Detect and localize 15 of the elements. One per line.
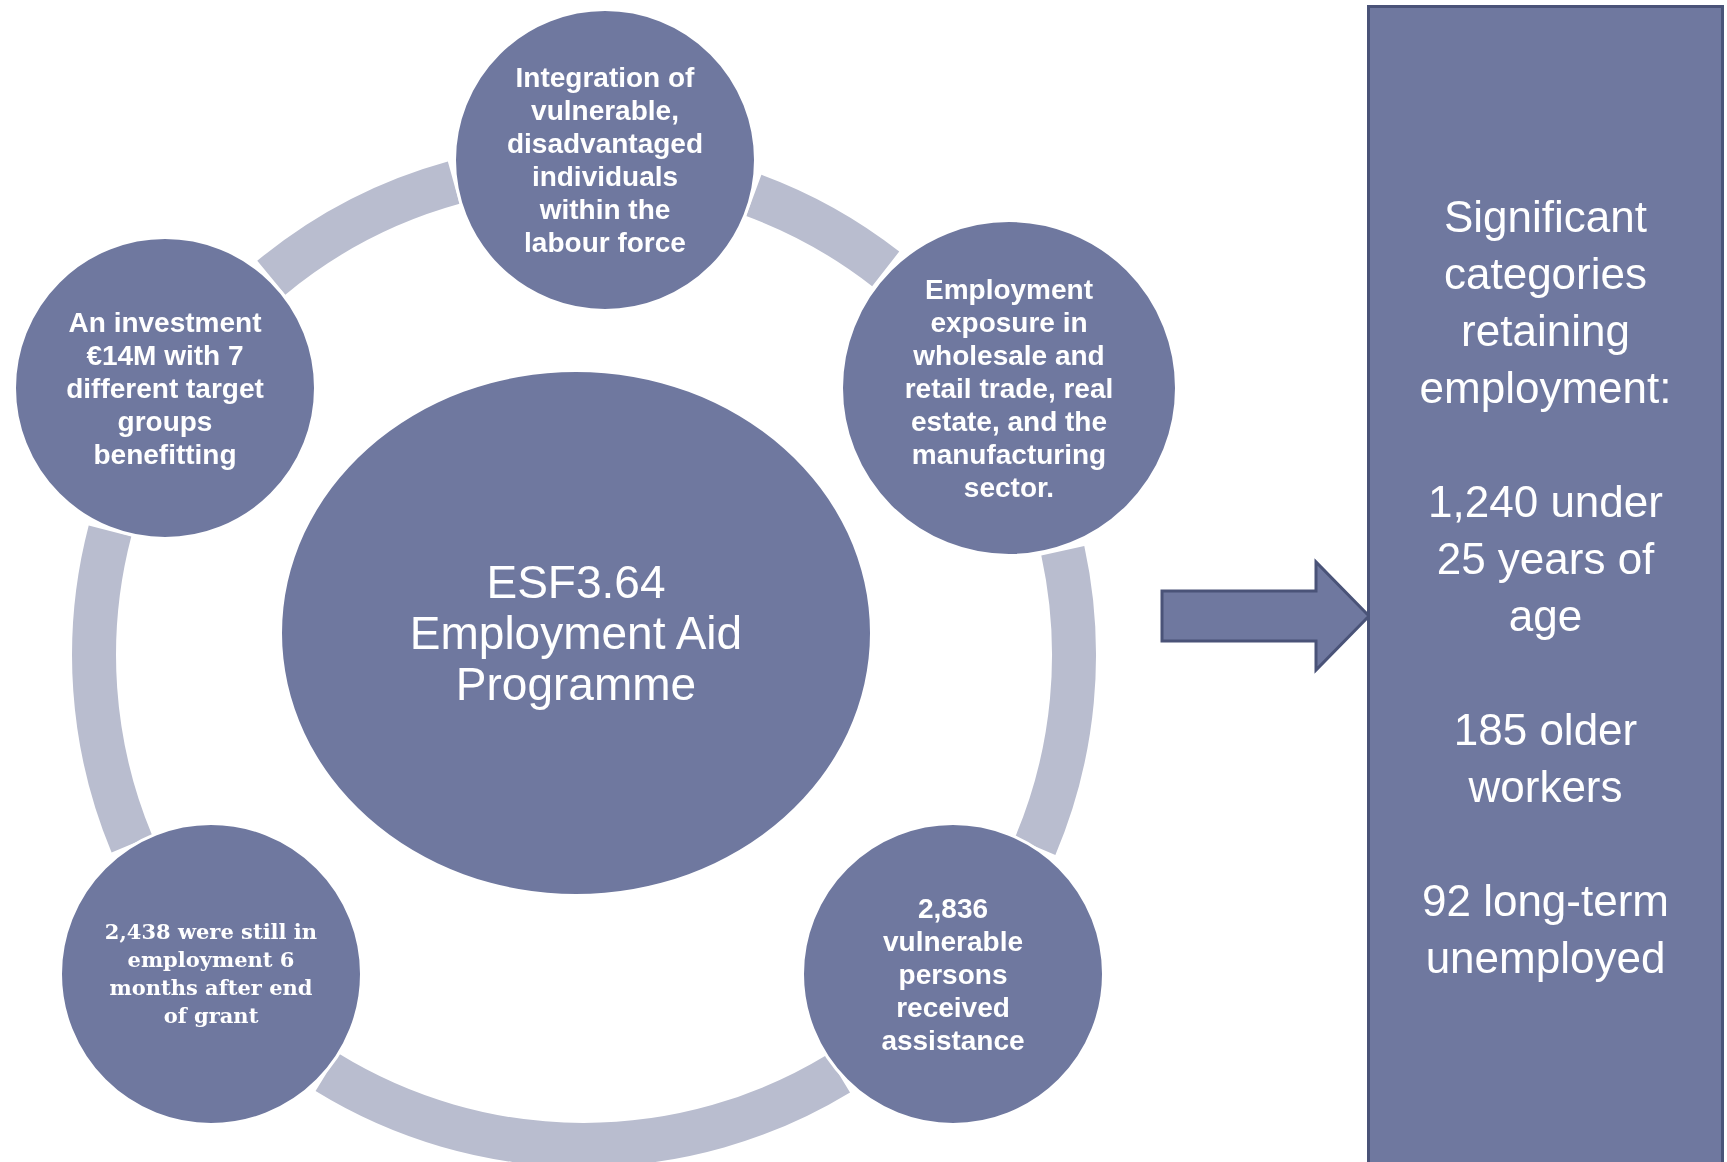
node-text: Integration of vulnerable, disadvantaged individuals within the labour force: [505, 61, 705, 259]
panel-text: 92 long-term unemployed: [1421, 875, 1670, 984]
node-text: 2,438 were still in employment 6 months after end of grant: [103, 918, 319, 1030]
panel-text: 185 older workers: [1452, 704, 1639, 813]
panel-text: Significant categories retaining employment:: [1418, 191, 1673, 414]
panel: [1367, 5, 1724, 1162]
node-text: Employment exposure in wholesale and retail trade, real estate, and the manufacturing sector.: [903, 272, 1115, 504]
ring-segment: [745, 175, 899, 287]
node-text: An investment €14M with 7 different target groups benefitting: [65, 305, 265, 471]
ring-segment: [316, 1052, 849, 1162]
ring-segment: [72, 526, 153, 852]
node-text: 2,836 vulnerable persons received assistance: [880, 891, 1026, 1057]
ring-segment: [1014, 547, 1096, 854]
node-text: ESF3.64 Employment Aid Programme: [408, 556, 744, 710]
panel-text: 1,240 under 25 years of age: [1427, 476, 1664, 642]
